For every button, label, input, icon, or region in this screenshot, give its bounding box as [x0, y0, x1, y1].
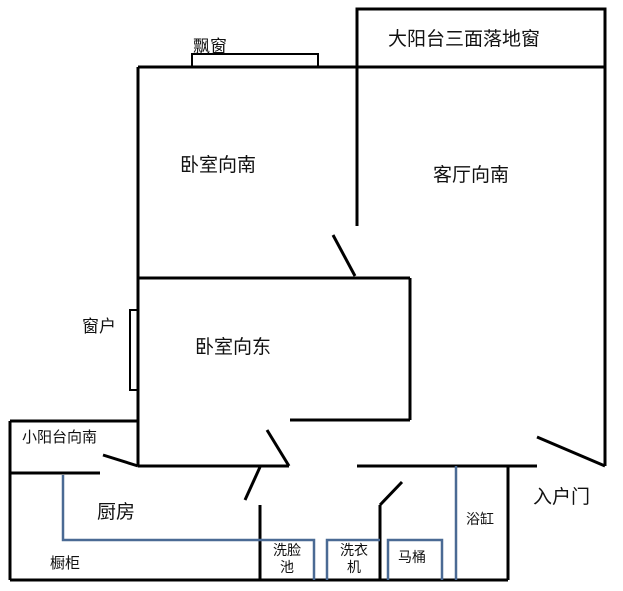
bedroom-east-door	[265, 429, 291, 467]
washbasin-label: 洗脸 池	[262, 543, 312, 577]
bathroom-door	[378, 480, 404, 507]
bathtub-label: 浴缸	[466, 512, 494, 528]
entrance-door	[536, 435, 606, 468]
small-balcony-label: 小阳台向南	[22, 428, 98, 446]
balcony-door	[102, 453, 139, 468]
living-room-label: 客厅向南	[433, 164, 510, 186]
toilet-label: 马桶	[398, 550, 426, 566]
washer-label-line2: 机	[347, 560, 361, 576]
toilet-outline	[386, 538, 444, 580]
bedroom-south-door	[331, 234, 357, 277]
washer-label: 洗衣 机	[329, 543, 379, 577]
washbasin-label-line2: 池	[280, 560, 294, 576]
washbasin-outline	[260, 538, 316, 580]
washer-outline	[325, 538, 380, 580]
entrance-label: 入户门	[533, 486, 591, 508]
kitchen-door	[243, 466, 262, 501]
washbasin-label-line1: 洗脸	[273, 543, 301, 559]
cabinet-label: 橱柜	[50, 554, 81, 572]
window-label: 窗户	[82, 317, 116, 337]
bay-window-label: 飘窗	[193, 37, 227, 57]
kitchen-label: 厨房	[97, 501, 136, 523]
bedroom-south-label: 卧室向南	[180, 154, 257, 176]
window-outline	[129, 309, 139, 391]
cabinet-outline	[61, 475, 260, 542]
bedroom-east-label: 卧室向东	[195, 336, 272, 358]
big-balcony-label: 大阳台三面落地窗	[388, 28, 541, 50]
washer-label-line1: 洗衣	[340, 543, 368, 559]
